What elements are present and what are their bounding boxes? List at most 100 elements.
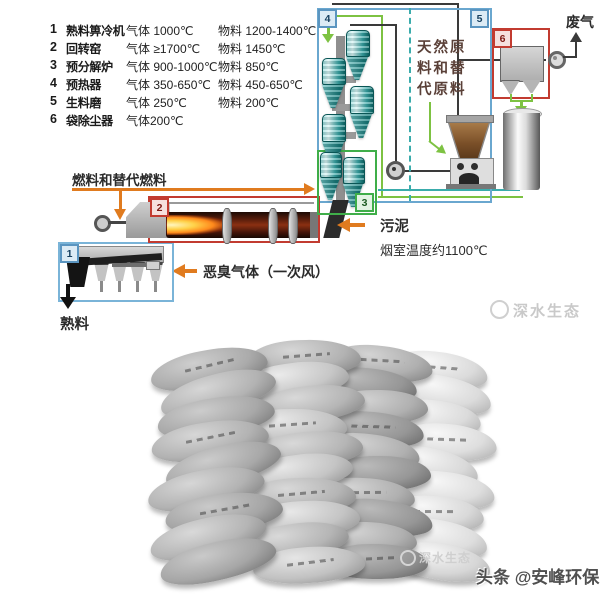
exhaust-fan-hub — [553, 56, 557, 60]
dark-line-fan-to-mill — [403, 170, 451, 172]
duct-line-top — [332, 3, 459, 5]
waste-gas-label: 废气 — [566, 14, 594, 30]
kiln-outlet-cap — [310, 212, 318, 238]
raw-materials-line3: 代原料 — [417, 82, 467, 98]
watermark-logo-icon — [400, 550, 416, 566]
dark-line-top2 — [350, 24, 397, 26]
legend-gas-temp: 气体200℃ — [126, 114, 184, 128]
kiln-flame — [167, 215, 225, 235]
box4-box5-divider — [409, 8, 411, 201]
raw-mill-roller — [457, 163, 464, 170]
teal-return-line — [378, 189, 520, 191]
cooler-leg — [154, 278, 157, 292]
green-return-line — [378, 196, 523, 198]
box1-number-tile: 1 — [60, 244, 79, 263]
bag-print-text — [186, 431, 236, 445]
legend-equipment-name: 熟料箅冷机 — [66, 24, 125, 38]
waste-gas-line — [563, 56, 577, 58]
bag-filter-body — [500, 46, 544, 82]
odor-label: 恶臭气体（一次风） — [203, 264, 329, 280]
burner-lance-tip — [146, 261, 160, 270]
watermark-mid: 深水生态 — [513, 303, 582, 320]
box4-number-tile: 4 — [318, 9, 337, 28]
legend-equipment-name: 生料磨 — [66, 96, 102, 110]
legend-number: 4 — [50, 76, 57, 90]
legend-number: 2 — [50, 40, 57, 54]
watermark-logo-icon — [490, 300, 509, 319]
bag-print-text — [286, 557, 334, 567]
fuel-line — [72, 188, 306, 191]
burner-lance — [112, 263, 146, 267]
legend-material-temp: 物料 200℃ — [218, 96, 279, 110]
filter-drop-line — [531, 94, 533, 102]
legend-row: 1 熟料箅冷机 气体 1000℃ 物料 1200-1400℃ — [0, 22, 320, 40]
fuel-arrowhead-down — [114, 209, 126, 220]
watermark-bottom: 深水生态 — [419, 551, 472, 565]
filter-drop-line — [510, 94, 512, 102]
cyclone-duct — [332, 104, 358, 111]
legend-row: 4 预热器 气体 350-650℃ 物料 450-650℃ — [0, 76, 320, 94]
product-photo: 深水生态 头条 @安峰环保 — [0, 330, 601, 595]
bag-print-text — [360, 358, 404, 364]
cooler-leg — [118, 278, 121, 292]
kiln-ring — [222, 208, 232, 244]
raw-materials-line1: 天然原 — [417, 40, 467, 56]
rawmill-fan-icon — [386, 161, 405, 180]
legend-number: 6 — [50, 112, 57, 126]
clinker-arrowhead — [60, 297, 76, 309]
bag-print-text — [351, 424, 396, 430]
preheater-rawmill-box — [317, 8, 492, 203]
legend-equipment-name: 袋除尘器 — [66, 114, 113, 128]
legend-gas-temp: 气体 350-650℃ — [126, 78, 211, 92]
legend-equipment-name: 预热器 — [66, 78, 102, 92]
cyclone-stage1 — [346, 30, 370, 80]
silo-feed-line — [520, 100, 523, 107]
kiln-ring — [268, 208, 278, 244]
legend-equipment-name: 预分解炉 — [66, 60, 113, 74]
legend-equipment-name: 回转窑 — [66, 42, 102, 56]
box6-number-tile: 6 — [493, 29, 512, 48]
legend-gas-temp: 气体 900-1000℃ — [126, 60, 218, 74]
cyclone-stage2 — [322, 58, 346, 108]
cooler-leg — [136, 278, 139, 292]
exhaust-fan-icon — [548, 51, 566, 69]
fuel-arrowhead-right — [304, 183, 315, 195]
byline-watermark: 头条 @安峰环保 — [476, 568, 600, 587]
raw-materials-label: 天然原 料和替 代原料 — [417, 38, 467, 101]
odor-arrow-stem — [184, 269, 197, 273]
sludge-arrowhead — [337, 218, 350, 232]
legend-gas-temp: 气体 1000℃ — [126, 24, 194, 38]
rawfeed-green-stem — [429, 102, 431, 142]
cyclone-stage5 — [320, 152, 342, 200]
raw-mill-base — [446, 184, 496, 189]
legend-row: 3 预分解炉 气体 900-1000℃ 物料 850℃ — [0, 58, 320, 76]
green-feed-arrowhead — [322, 34, 334, 43]
meal-silo — [503, 113, 540, 190]
bag-print-text — [426, 437, 469, 442]
rawmill-fan-hub — [392, 167, 396, 171]
green-line-right — [381, 15, 383, 196]
precalciner-box — [317, 150, 377, 215]
clinker-cooler-box — [58, 242, 174, 302]
box5-number-tile: 5 — [470, 9, 489, 28]
legend-row: 6 袋除尘器 气体200℃ — [0, 112, 320, 130]
legend-material-temp: 物料 1200-1400℃ — [218, 24, 317, 38]
sludge-label: 污泥 — [380, 219, 409, 235]
process-diagram: 1 熟料箅冷机 气体 1000℃ 物料 1200-1400℃ 2 回转窑 气体 … — [0, 3, 594, 333]
fuel-label: 燃料和替代燃料 — [72, 173, 167, 188]
dark-line-to-fan — [395, 24, 397, 164]
bag-print-text — [282, 351, 330, 359]
kiln-ring — [288, 208, 298, 244]
raw-hopper-rim — [446, 115, 494, 123]
clinker-label: 熟料 — [60, 317, 89, 333]
odor-arrowhead — [172, 264, 185, 278]
bag-print-text — [276, 489, 325, 497]
duct-line-rawfeed — [457, 3, 459, 119]
smoke-chamber-label: 烟室温度约1100℃ — [380, 243, 488, 258]
legend-gas-temp: 气体 ≥1700℃ — [126, 42, 201, 56]
legend-panel: 1 熟料箅冷机 气体 1000℃ 物料 1200-1400℃ 2 回转窑 气体 … — [0, 22, 330, 134]
box2-number-tile: 2 — [150, 198, 169, 217]
box3-number-tile: 3 — [355, 193, 374, 212]
legend-material-temp: 物料 850℃ — [218, 60, 279, 74]
